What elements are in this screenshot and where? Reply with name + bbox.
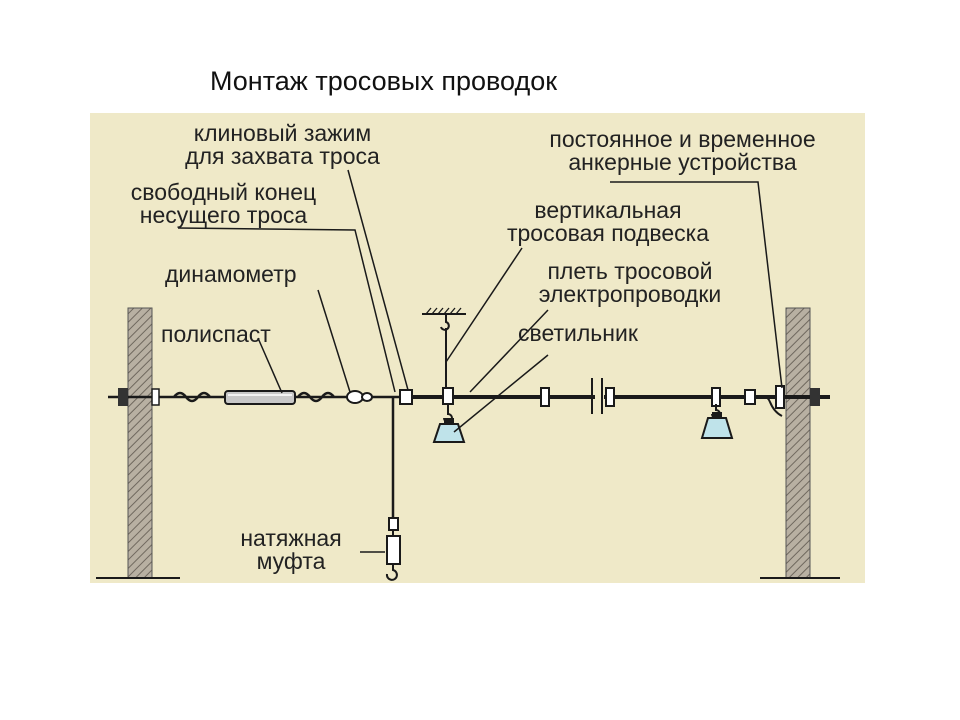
leader-lines <box>177 169 783 553</box>
chain-links-left <box>173 391 335 403</box>
wedge-clamp <box>399 389 413 405</box>
label-wedge-clamp: клиновый зажим для захвата троса <box>185 120 380 169</box>
label-free-end: свободный конец несущего троса <box>130 179 317 228</box>
page-title: Монтаж тросовых проводок <box>210 66 558 96</box>
label-dynamometer: динамометр <box>165 261 297 287</box>
label-pulley-block: полиспаст <box>161 321 271 347</box>
pulley-block <box>224 390 296 405</box>
label-vertical-suspension: вертикальная тросовая подвеска <box>506 197 710 246</box>
label-tension-coupling: натяжная муфта <box>240 525 342 574</box>
cable-break-symbol <box>591 378 603 414</box>
right-wall <box>760 307 840 579</box>
label-cable-bundle: плеть тросовой электропроводки <box>538 258 722 307</box>
lamp-1 <box>432 404 466 443</box>
tension-coupling <box>385 517 401 581</box>
dynamometer <box>346 390 373 404</box>
diagram-background <box>90 113 865 583</box>
left-wall <box>96 307 180 579</box>
label-anchors: постоянное и временное анкерные устройст… <box>549 126 816 175</box>
right-anchor <box>744 385 820 417</box>
lamp-2 <box>700 404 734 439</box>
vertical-suspension <box>422 307 466 405</box>
left-anchor <box>118 388 160 406</box>
label-lamp: светильник <box>518 320 638 346</box>
